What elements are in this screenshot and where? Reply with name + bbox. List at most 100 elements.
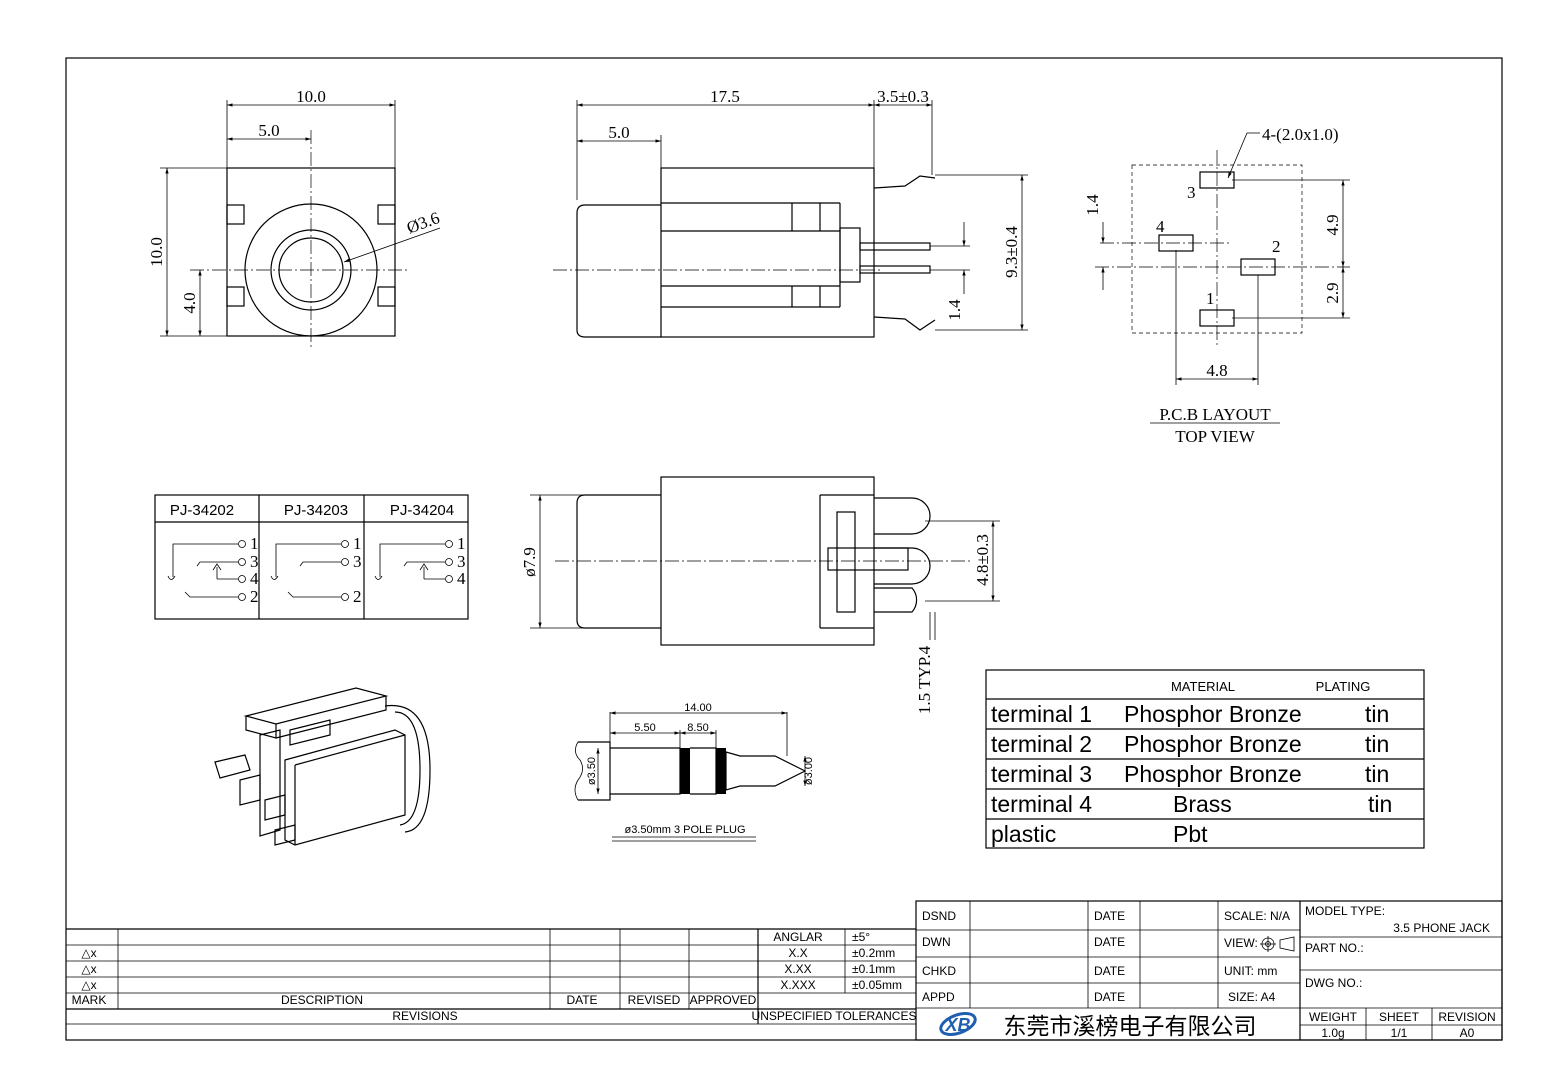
tb-size: SIZE: A4 bbox=[1228, 990, 1276, 1004]
tb-role: CHKD bbox=[922, 964, 956, 978]
tb-part-no-label: PART NO.: bbox=[1305, 941, 1364, 955]
materials-part: terminal 4 bbox=[991, 791, 1092, 817]
pcb-pitch-c: 2.9 bbox=[1323, 282, 1342, 303]
materials-plating: tin bbox=[1368, 791, 1392, 817]
dim-side-length: 17.5 bbox=[710, 87, 740, 106]
pcb-pitch-a: 1.4 bbox=[1083, 194, 1102, 216]
title-block-row: CHKD DATE bbox=[922, 964, 1125, 978]
pin-terminal bbox=[445, 558, 453, 566]
dim-front-center-height: 4.0 bbox=[180, 292, 199, 313]
tolerance-label: X.XXX bbox=[780, 978, 815, 992]
tb-date-label: DATE bbox=[1094, 990, 1125, 1004]
pcb-pad-spec: 4-(2.0x1.0) bbox=[1262, 125, 1338, 144]
rev-mark-1: △x bbox=[81, 946, 96, 960]
tb-weight-label: WEIGHT bbox=[1309, 1010, 1358, 1024]
dim-front-width: 10.0 bbox=[296, 87, 326, 106]
tb-sheet-label: SHEET bbox=[1379, 1010, 1420, 1024]
schematic-pin-label: 4 bbox=[457, 569, 466, 588]
tolerance-value: ±0.1mm bbox=[852, 962, 895, 976]
pin-terminal bbox=[341, 593, 349, 601]
schematic-pin-label: 3 bbox=[353, 552, 362, 571]
materials-plating: tin bbox=[1365, 701, 1389, 727]
tolerance-label: X.XX bbox=[784, 962, 811, 976]
materials-part: terminal 3 bbox=[991, 761, 1092, 787]
tb-scale: SCALE: N/A bbox=[1224, 909, 1290, 923]
revisions-footer: REVISIONS bbox=[392, 1009, 457, 1023]
materials-material: Phosphor Bronze bbox=[1124, 701, 1302, 727]
rev-header-date: DATE bbox=[566, 993, 597, 1007]
dim-side-pin-pitch: 1.4 bbox=[945, 299, 964, 321]
model-pj-34202: PJ-34202 bbox=[170, 502, 234, 519]
tb-weight: 1.0g bbox=[1321, 1026, 1344, 1040]
materials-plating: tin bbox=[1365, 731, 1389, 757]
schematic-pin-label: 2 bbox=[353, 587, 362, 606]
plug-seg2: 8.50 bbox=[687, 722, 708, 734]
drawing-border bbox=[65, 57, 1503, 1041]
tb-role: DSND bbox=[922, 909, 956, 923]
pin-terminal bbox=[445, 575, 453, 583]
dim-side-height: 9.3±0.4 bbox=[1002, 226, 1021, 278]
tb-revision: A0 bbox=[1460, 1026, 1475, 1040]
schematic-table bbox=[154, 494, 469, 620]
schematic-pj-2: 134 bbox=[374, 534, 466, 588]
tolerance-label: ANGLAR bbox=[773, 930, 823, 944]
materials-row: terminal 3 Phosphor Bronze tin bbox=[991, 761, 1389, 787]
pcb-pin-3: 3 bbox=[1187, 183, 1196, 202]
materials-row: plastic Pbt bbox=[991, 821, 1208, 847]
pcb-layout-title: P.C.B LAYOUT bbox=[1159, 405, 1271, 424]
tolerance-row: X.X±0.2mm bbox=[788, 946, 895, 960]
plug-drawing bbox=[574, 711, 807, 842]
rev-mark-3: △x bbox=[81, 978, 96, 992]
plug-length: 14.00 bbox=[684, 702, 712, 714]
pcb-layout bbox=[1095, 132, 1350, 424]
materials-table bbox=[985, 669, 1425, 849]
tolerance-row: ANGLAR ±5° bbox=[773, 930, 870, 944]
pcb-pin-1: 1 bbox=[1206, 289, 1215, 308]
dim-side-front-length: 5.0 bbox=[608, 123, 629, 142]
plug-caption: ø3.50mm 3 POLE PLUG bbox=[624, 824, 745, 836]
dim-front-half-width: 5.0 bbox=[258, 121, 279, 140]
tb-date-label: DATE bbox=[1094, 964, 1125, 978]
company-logo-text: XB bbox=[944, 1015, 970, 1035]
schematic-pin-label: 1 bbox=[457, 534, 466, 553]
schematic-pin-label: 4 bbox=[250, 569, 259, 588]
pin-terminal bbox=[238, 575, 246, 583]
rev-header-revised: REVISED bbox=[628, 993, 681, 1007]
materials-part: terminal 2 bbox=[991, 731, 1092, 757]
materials-plating: tin bbox=[1365, 761, 1389, 787]
materials-part: plastic bbox=[991, 821, 1056, 847]
materials-material: Pbt bbox=[1173, 821, 1208, 847]
pin-terminal bbox=[238, 593, 246, 601]
dim-side-offset: 3.5±0.3 bbox=[877, 87, 929, 106]
revisions-block bbox=[66, 928, 916, 1025]
pcb-pin-2: 2 bbox=[1272, 237, 1281, 256]
tb-model-type: 3.5 PHONE JACK bbox=[1393, 921, 1490, 935]
pcb-pin-4: 4 bbox=[1156, 217, 1165, 236]
model-pj-34204: PJ-34204 bbox=[390, 502, 454, 519]
tb-role: APPD bbox=[922, 990, 955, 1004]
pin-terminal bbox=[341, 558, 349, 566]
pin-terminal bbox=[238, 540, 246, 548]
pin-terminal bbox=[238, 558, 246, 566]
schematic-pin-label: 1 bbox=[353, 534, 362, 553]
tb-view: VIEW: bbox=[1224, 936, 1258, 950]
rev-header-mark: MARK bbox=[72, 993, 107, 1007]
tolerance-value: ±5° bbox=[852, 930, 870, 944]
dim-bottom-pin-spacing: 4.8±0.3 bbox=[973, 534, 992, 586]
tolerance-row: X.XX ±0.1mm bbox=[784, 962, 895, 976]
materials-material: Phosphor Bronze bbox=[1124, 731, 1302, 757]
schematic-pin-label: 3 bbox=[457, 552, 466, 571]
plug-dia-right: ø3.00 bbox=[803, 757, 815, 785]
company-name: 东莞市溪榜电子有限公司 bbox=[1004, 1014, 1257, 1040]
schematic-pin-label: 1 bbox=[250, 534, 259, 553]
side-view bbox=[553, 100, 1028, 338]
rev-header-approved: APPROVED bbox=[690, 993, 757, 1007]
company-logo: XB bbox=[939, 1012, 977, 1036]
materials-header-material: MATERIAL bbox=[1171, 679, 1235, 694]
tb-dwg-no-label: DWG NO.: bbox=[1305, 976, 1362, 990]
materials-material: Phosphor Bronze bbox=[1124, 761, 1302, 787]
pin-terminal bbox=[341, 540, 349, 548]
